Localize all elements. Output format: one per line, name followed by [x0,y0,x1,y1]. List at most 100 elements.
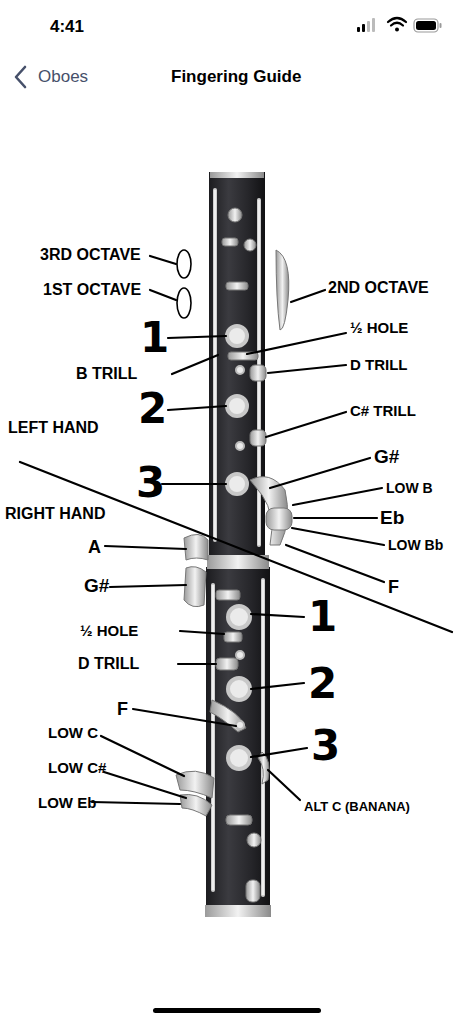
part-label: D TRILL [350,357,408,372]
part-label: A [88,538,101,556]
drawing-line [293,488,382,505]
drawing-g [213,190,263,895]
part-label: LOW B [386,481,433,495]
drawing-line [180,631,224,634]
drawing-circle [247,833,261,847]
drawing-line [268,365,346,373]
part-label: LOW Eb [38,795,96,810]
part-label: C# TRILL [350,403,416,418]
drawing-circle [227,326,247,346]
part-label: LOW Bb [388,538,443,552]
callout-number: 3 [311,725,340,767]
drawing-line [168,336,226,338]
drawing-line [212,585,214,890]
part-label: F [117,700,128,718]
drawing-g [177,250,191,318]
drawing-line [247,333,346,354]
drawing-rect [416,21,436,30]
drawing-rect [216,590,240,600]
drawing-rect [153,1008,321,1013]
drawing-circle [228,606,250,628]
drawing-circle [236,651,244,659]
drawing-rect [216,658,238,670]
drawing-circle [228,208,242,222]
drawing-rect [222,238,238,246]
callout-number: 2 [308,663,337,705]
part-label: Eb [380,508,404,527]
drawing-circle [228,678,250,700]
drawing-line [251,614,304,617]
drawing-line [20,462,452,632]
drawing-path [391,23,403,26]
drawing-rect [224,632,242,642]
drawing-g [213,190,263,895]
drawing-line [214,190,216,540]
status-time: 4:41 [50,18,84,35]
drawing-path [210,700,246,732]
callout-number: 1 [308,596,337,638]
drawing-circle [227,396,247,416]
drawing-circle [395,28,399,32]
drawing-rect [250,430,266,446]
callout-number: 2 [138,388,167,430]
part-label: ½ HOLE [80,623,138,638]
drawing-line [266,412,346,437]
drawing-rect [210,172,264,178]
drawing-rect [205,905,271,917]
drawing-line [211,585,215,890]
part-label: G# [374,447,399,466]
part-label: F [388,578,399,596]
drawing-line [172,355,218,374]
drawing-line [168,406,226,410]
part-label: 2ND OCTAVE [328,280,429,296]
hand-label: LEFT HAND [8,420,99,436]
drawing-ellipse [177,250,191,278]
back-button-label: Oboes [38,68,88,85]
part-label: G# [84,576,109,595]
drawing-circle [244,239,256,251]
callout-number: 3 [136,462,165,504]
drawing-circle [236,366,244,374]
drawing-line [133,709,236,726]
drawing-path [184,534,208,560]
drawing-circle [227,474,247,494]
drawing-line [251,748,307,757]
drawing-rect [362,24,365,32]
drawing-line [92,802,180,804]
drawing-path [258,752,269,784]
drawing-rect [250,365,266,381]
drawing-line [213,190,217,540]
drawing-rect [414,19,438,32]
part-label: 1ST OCTAVE [43,282,141,298]
drawing-rect [226,282,248,290]
drawing-line [110,585,186,587]
drawing-g [388,18,406,26]
drawing-line [294,517,377,519]
drawing-path [16,67,25,87]
drawing-rect [246,880,260,902]
drawing-path [388,18,406,22]
drawing-line [262,580,264,895]
drawing-g [357,18,375,32]
drawing-line [104,772,186,798]
part-label: D TRILL [78,656,139,672]
drawing-path [276,250,289,330]
part-label: LOW C# [48,760,106,775]
drawing-g [176,208,292,902]
drawing-rect [206,567,270,915]
drawing-line [292,528,384,545]
drawing-rect [372,18,375,32]
drawing-circle [236,442,244,450]
drawing-line [270,458,370,488]
drawing-line [261,580,265,895]
part-label: 3RD OCTAVE [40,247,141,263]
drawing-path [184,567,206,607]
part-label: B TRILL [76,366,137,382]
drawing-circle [228,747,250,769]
drawing-circle [236,721,244,729]
drawing-ellipse [177,288,191,318]
drawing-rect [357,27,360,32]
drawing-line [291,290,325,302]
drawing-rect [266,508,292,530]
part-label: LOW C [48,725,98,740]
